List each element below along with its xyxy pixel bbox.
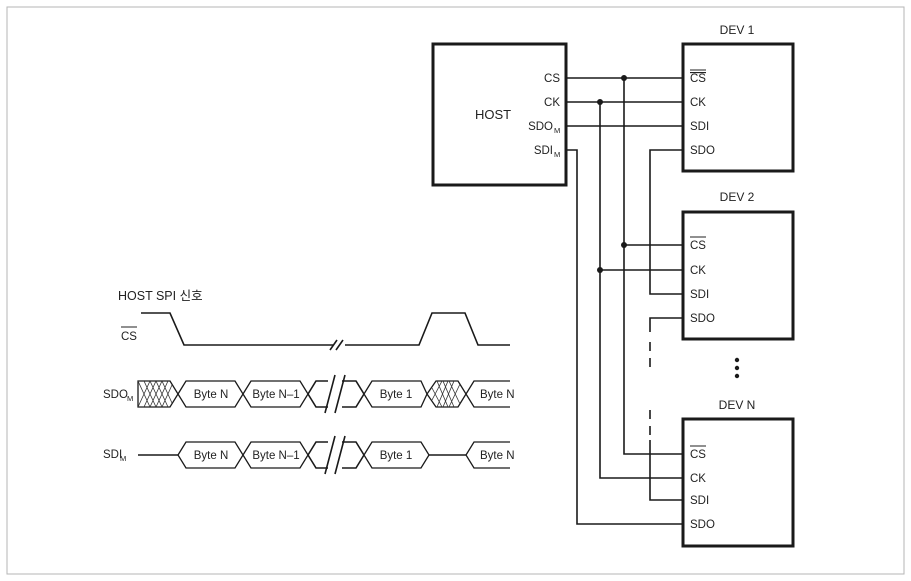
cs-junction-dot	[621, 242, 627, 248]
host-pin-cs: CS	[544, 73, 560, 85]
device-pin-ck: CK	[690, 97, 706, 109]
host-pin-sdo: SDO	[528, 121, 553, 133]
cs-waveform	[141, 312, 510, 346]
timing-diagram: HOST SPI 신호 CS SDO M Byte N Byte N–1 Byt…	[103, 289, 515, 475]
sdo-byte-label: Byte N	[480, 389, 515, 401]
device-pin-sdo: SDO	[690, 145, 715, 157]
device-pin-ck: CK	[690, 473, 706, 485]
device-title: DEV N	[719, 398, 756, 412]
figure-frame	[6, 6, 905, 575]
device-pin-sdi: SDI	[690, 121, 709, 133]
host-title: HOST	[475, 107, 511, 122]
sdo-byte-label: Byte 1	[380, 389, 413, 401]
sdo-time-break	[324, 374, 346, 414]
device-pin-cs: CS	[690, 73, 706, 85]
ck-junction-dot	[597, 99, 603, 105]
dev2-sdo-out-wire	[649, 317, 683, 332]
timing-title: HOST SPI 신호	[118, 289, 203, 303]
device-title: DEV 1	[720, 23, 755, 37]
sdi-time-break	[324, 435, 346, 475]
host-pin-sdo-subscript: M	[554, 126, 560, 135]
sdi-break-segment	[307, 441, 365, 469]
ck-bus-wire	[566, 101, 683, 479]
device-title: DEV 2	[720, 190, 755, 204]
device-pin-sdi: SDI	[690, 495, 709, 507]
device-pin-sdo: SDO	[690, 313, 715, 325]
sdi-byte-label: Byte N	[480, 450, 515, 462]
sdi-signal-subscript: M	[120, 454, 126, 463]
sdo-dont-care-region	[426, 380, 467, 408]
sdi-byte-label: Byte N–1	[252, 450, 299, 462]
cs-time-break	[329, 339, 344, 351]
sdi-signal-label: SDI	[103, 449, 122, 461]
cs-bus-wire	[566, 77, 683, 455]
wire-junctions	[597, 75, 627, 273]
sdi-byte-label: Byte N	[194, 450, 229, 462]
host-pin-sdi: SDI	[534, 145, 553, 157]
sdi-byte-cell-partial	[465, 441, 510, 469]
ck-junction-dot	[597, 267, 603, 273]
bus-wires	[566, 77, 683, 525]
host-pin-ck: CK	[544, 97, 560, 109]
device-block-2: DEV 2 CS CK SDI SDO	[681, 190, 795, 341]
devn-sdo-to-host-sdi-wire	[566, 149, 683, 525]
host-pin-sdi-subscript: M	[554, 150, 560, 159]
dev1-sdo-to-dev2-sdi-wire	[649, 149, 683, 295]
device-block-1: DEV 1 CS CK SDI SDO	[681, 23, 795, 173]
sdo-dont-care-region	[137, 380, 179, 408]
device-box	[681, 210, 795, 341]
sdo-byte-label: Byte N–1	[252, 389, 299, 401]
devn-sdi-in-wire	[649, 440, 683, 501]
sdo-byte-label: Byte N	[194, 389, 229, 401]
device-pin-sdo: SDO	[690, 519, 715, 531]
device-box	[681, 417, 795, 548]
device-pin-ck: CK	[690, 265, 706, 277]
sdo-byte-cell-partial	[465, 380, 510, 408]
sdi-byte-label: Byte 1	[380, 450, 413, 462]
cs-junction-dot	[621, 75, 627, 81]
device-block-n: DEV N CS CK SDI SDO	[681, 398, 795, 548]
sdo-signal-label: SDO	[103, 389, 128, 401]
device-pin-cs: CS	[690, 240, 706, 252]
more-devices-ellipsis	[734, 357, 740, 379]
sdo-byte-cell	[363, 380, 428, 408]
sdo-break-segment	[307, 380, 365, 408]
host-block: HOST CS CK SDO M SDI M	[431, 42, 568, 187]
cs-signal-label: CS	[121, 331, 137, 343]
host-box	[431, 42, 568, 187]
sdo-signal-subscript: M	[127, 394, 133, 403]
device-pin-sdi: SDI	[690, 289, 709, 301]
device-box	[681, 42, 795, 173]
device-pin-cs: CS	[690, 449, 706, 461]
